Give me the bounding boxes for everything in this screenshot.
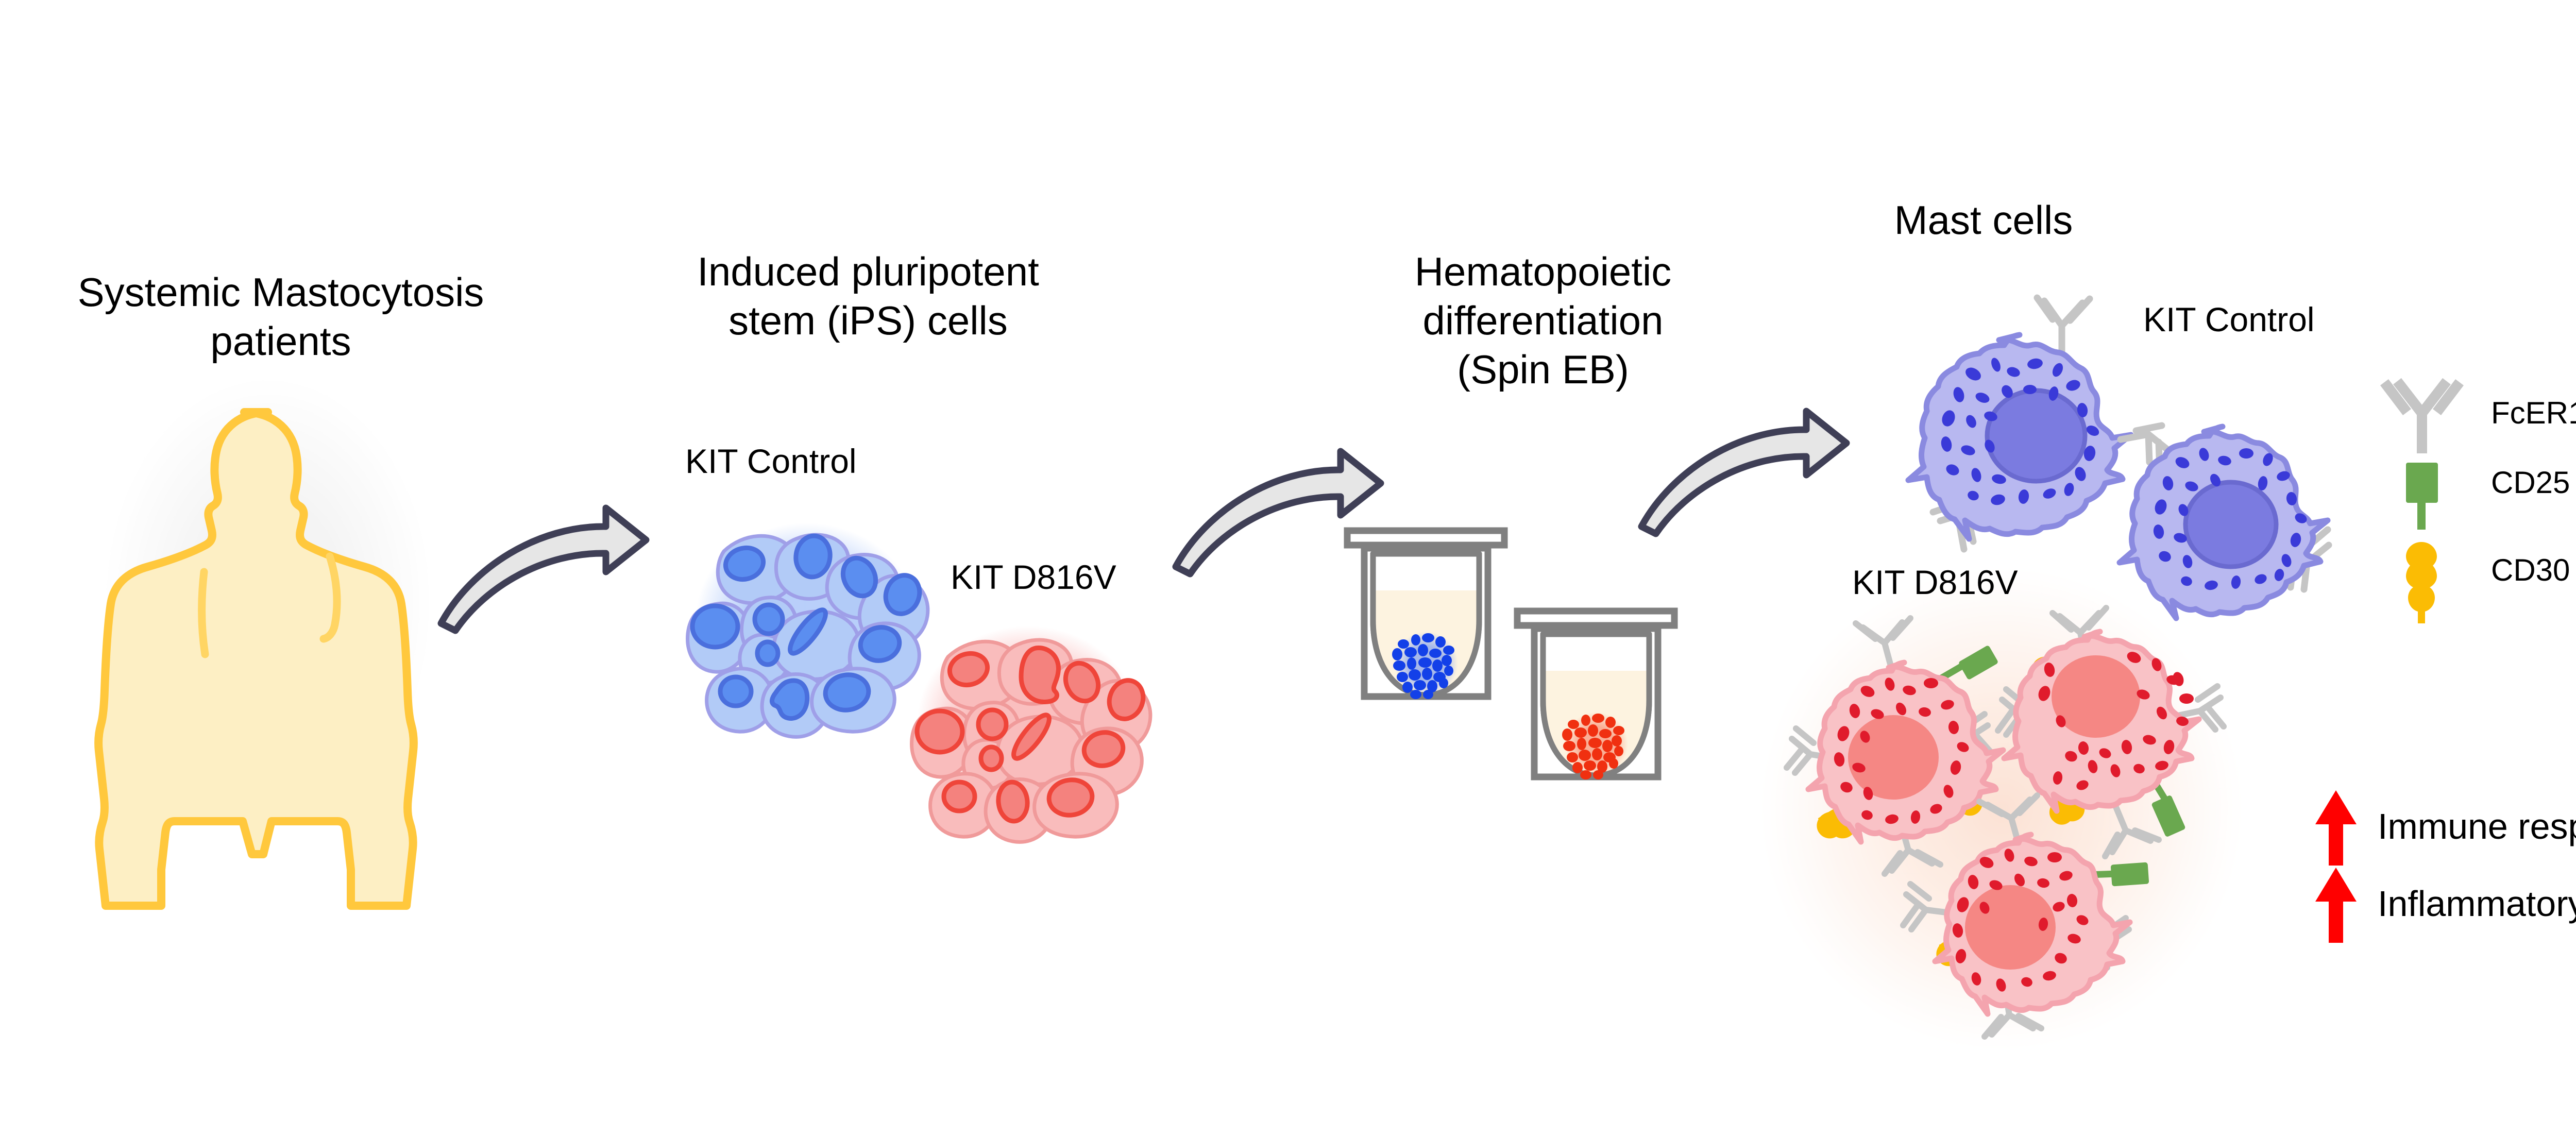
stage-title-differentiation: Hematopoietic differentiation (Spin EB) <box>1414 249 1672 393</box>
mast-cell-d816v-3 <box>1900 792 2149 1040</box>
spin-eb-well-red <box>1514 607 1678 781</box>
granules <box>1834 677 1969 824</box>
fcer1-icon <box>2117 422 2173 473</box>
eb-aggregate-blue <box>1392 633 1454 699</box>
fcer1-icon <box>2102 803 2162 859</box>
mast-cell-control-1 <box>1905 294 2134 553</box>
mast-cell-d816v-2 <box>1995 605 2227 859</box>
fcer1-icon <box>1976 792 2040 847</box>
legend-label-cd30: CD30 <box>2491 553 2570 587</box>
mastcell-label-kit-d816v: KIT D816V <box>1852 563 2018 601</box>
mast-cell-control-2 <box>2116 422 2332 621</box>
spin-eb-well-blue <box>1344 527 1508 700</box>
human-body-silhouette <box>94 376 433 910</box>
legend-label-fcer1: FcER1 <box>2491 396 2576 430</box>
granules <box>1941 358 2099 505</box>
stage-title-mastcells: Mast cells <box>1894 197 2073 243</box>
effect-label-inflammatory-signaling: Inflammatory signaling <box>2378 884 2576 924</box>
effect-label-immune-response: Immune response <box>2378 806 2576 846</box>
ips-colony-kit-d816v <box>910 626 1153 844</box>
legend-label-cd25: CD25 <box>2491 465 2570 500</box>
arrow-differentiation-to-mastcells <box>1638 408 1850 537</box>
ips-label-kit-d816v: KIT D816V <box>951 558 1116 596</box>
eb-aggregate-red <box>1562 714 1624 779</box>
fcer1-icon <box>1784 725 1838 776</box>
ips-colony-kit-control <box>686 523 930 739</box>
arrow-ips-to-differentiation <box>1172 448 1384 578</box>
legend-icon-cd30 <box>2406 542 2437 623</box>
fcer1-icon <box>2033 294 2093 358</box>
effect-arrow-immune-response <box>2315 790 2357 866</box>
mastcell-label-kit-control: KIT Control <box>2143 300 2315 338</box>
granules <box>1952 849 2089 992</box>
legend-icon-cd25 <box>2406 463 2438 530</box>
granules <box>2153 448 2307 590</box>
stage-title-patients: Systemic Mastocytosis patients <box>77 269 484 364</box>
effect-arrow-inflammatory-signaling <box>2315 868 2357 943</box>
legend-icon-fcer1 <box>2380 378 2464 453</box>
granules <box>2038 652 2194 790</box>
stage-title-ips: Induced pluripotent stem (iPS) cells <box>697 249 1039 344</box>
mast-cell-d816v-1 <box>1784 615 2006 877</box>
arrow-patients-to-ips <box>437 504 650 634</box>
ips-label-kit-control: KIT Control <box>685 442 857 480</box>
